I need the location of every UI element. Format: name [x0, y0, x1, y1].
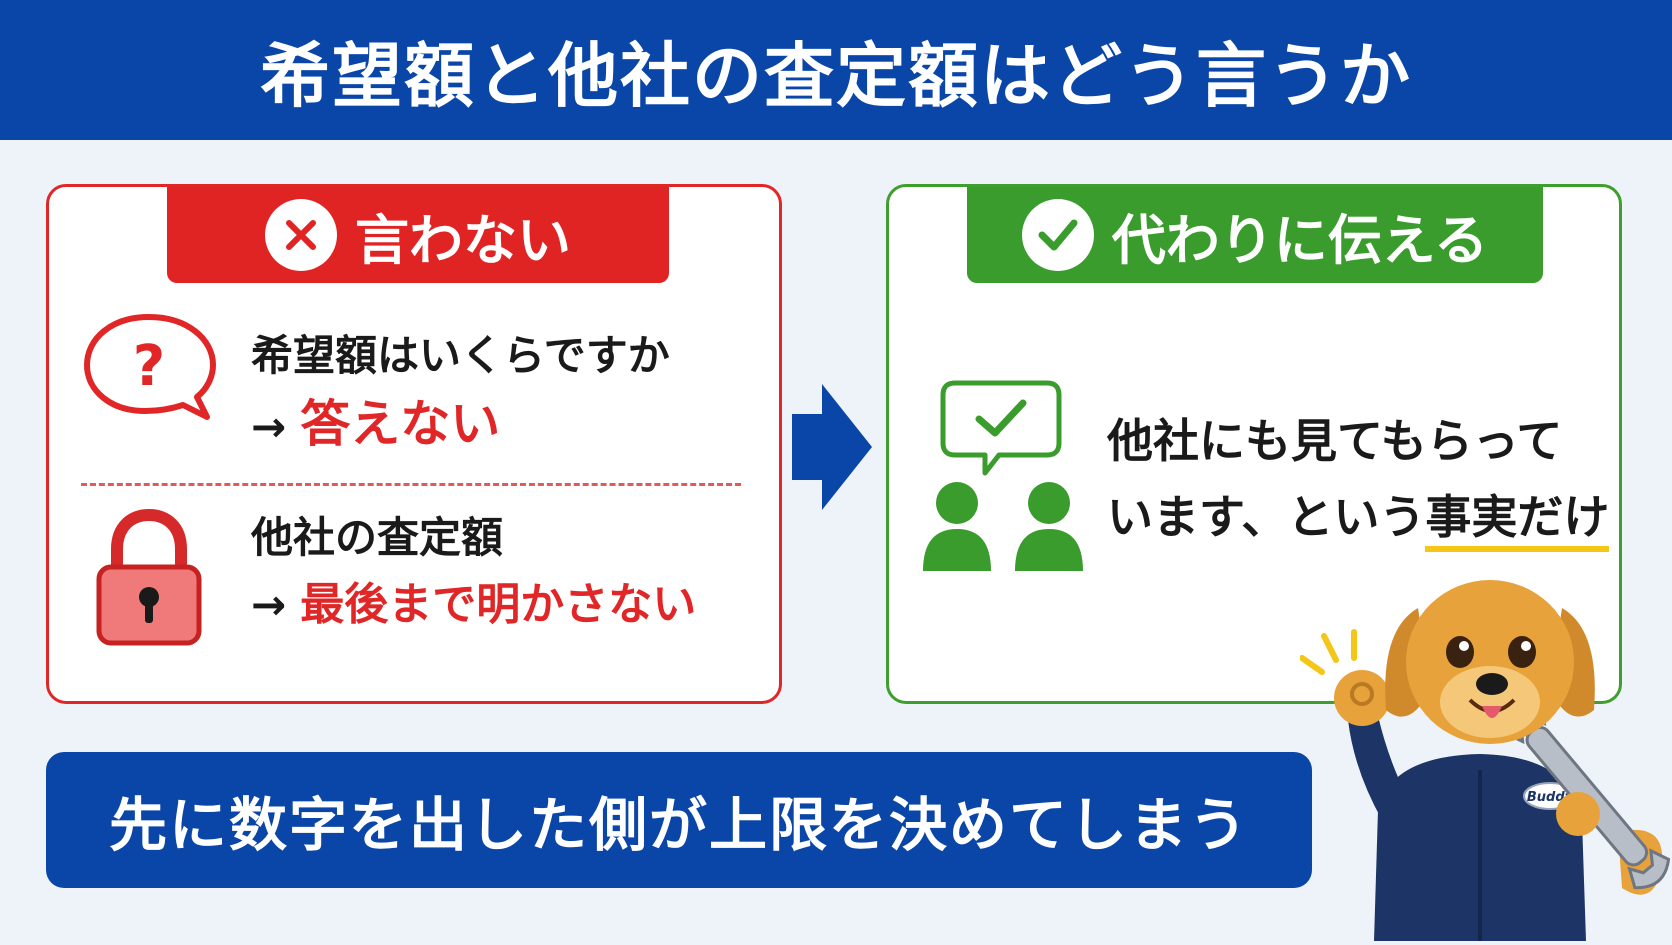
- say-instead-emphasis: 事実だけ: [1425, 490, 1610, 552]
- say-instead-panel: 代わりに伝える 他社にも見てもらって います、という事実だけ: [886, 184, 1622, 704]
- question-bubble-icon: ?: [79, 309, 219, 433]
- say-instead-line2-plain: います、という: [1107, 490, 1426, 544]
- say-instead-line2: います、という事実だけ: [1107, 481, 1610, 552]
- other-company-answer: 最後まで明かさない: [300, 579, 697, 630]
- cross-icon: [265, 199, 337, 271]
- key-message: 先に数字を出した側が上限を決めてしまう: [108, 791, 1249, 859]
- dont-say-panel: 言わない ? 希望額はいくらですか →答えない 他社の査定額 →最後まで明かさな…: [46, 184, 782, 704]
- say-instead-tab: 代わりに伝える: [967, 187, 1543, 283]
- say-instead-line1: 他社にも見てもらって: [1107, 414, 1563, 468]
- people-check-icon: [919, 377, 1089, 577]
- wish-amount-answer: 答えない: [300, 395, 501, 453]
- check-circle-icon: [1021, 199, 1094, 271]
- right-arrow-icon: [792, 384, 872, 514]
- wish-amount-question: 希望額はいくらですか: [251, 331, 670, 380]
- header-bar: 希望額と他社の査定額はどう言うか: [0, 0, 1672, 140]
- say-instead-label: 代わりに伝える: [1111, 208, 1489, 272]
- other-company-answer-row: →最後まで明かさない: [251, 583, 696, 627]
- page-title: 希望額と他社の査定額はどう言うか: [260, 34, 1412, 117]
- wish-amount-answer-row: →答えない: [251, 399, 500, 449]
- arrow-icon: →: [251, 402, 287, 451]
- svg-text:?: ?: [133, 334, 165, 399]
- dog-mascot-illustration: Buddy: [1299, 570, 1672, 945]
- dont-say-label: 言わない: [355, 208, 571, 272]
- lock-icon: [93, 508, 205, 653]
- dashed-divider: [81, 483, 741, 486]
- dont-say-tab: 言わない: [167, 187, 669, 283]
- key-message-bar: 先に数字を出した側が上限を決めてしまう: [46, 752, 1312, 888]
- other-company-topic: 他社の査定額: [251, 513, 504, 562]
- arrow-icon: →: [251, 580, 287, 629]
